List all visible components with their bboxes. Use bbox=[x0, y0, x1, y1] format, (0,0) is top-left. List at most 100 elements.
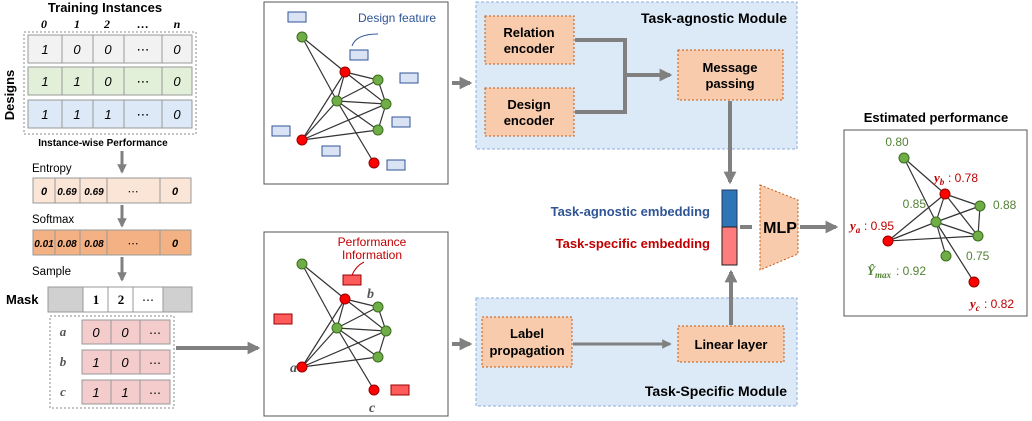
cell: 1 bbox=[104, 107, 111, 122]
label-propagation-box bbox=[481, 316, 573, 368]
cell: ⋯ bbox=[149, 356, 161, 370]
top-graph-nodes bbox=[296, 31, 392, 169]
cell: 0.08 bbox=[57, 239, 77, 250]
yb-subscript: b bbox=[940, 177, 945, 187]
mask-cell-gray bbox=[162, 286, 193, 313]
feature-rect bbox=[349, 49, 369, 61]
bottom-graph-box bbox=[263, 231, 449, 417]
cell: 1 bbox=[41, 107, 48, 122]
graph-node bbox=[331, 95, 343, 107]
label-propagation-line2: propagation bbox=[489, 343, 564, 358]
score-ya: ya : 0.95 bbox=[848, 218, 894, 235]
graph-node bbox=[368, 384, 380, 396]
softmax-row: 0.01 0.08 0.08 ⋯ 0 bbox=[32, 229, 192, 256]
cell: 0 bbox=[104, 42, 112, 57]
row-bg bbox=[81, 349, 171, 375]
cell: 0.69 bbox=[84, 187, 104, 198]
cell: ⋯ bbox=[137, 74, 150, 89]
score-yb: yb : 0.78 bbox=[932, 170, 978, 187]
ymax-subscript: max bbox=[875, 270, 892, 280]
graph-node bbox=[372, 301, 384, 313]
graph-node bbox=[930, 216, 942, 228]
entropy-row: 0 0.69 0.69 ⋯ 0 bbox=[32, 177, 192, 204]
mlp-block bbox=[759, 184, 799, 271]
masked-row-b: b 1 0 ⋯ bbox=[60, 349, 171, 375]
cell: 0.01 bbox=[34, 239, 54, 250]
graph-node bbox=[372, 351, 384, 363]
ya-subscript: a bbox=[856, 225, 861, 235]
graph-node bbox=[372, 124, 384, 136]
svg-text:yc: yc bbox=[968, 296, 980, 313]
masked-row-c: c 1 1 ⋯ bbox=[60, 379, 171, 405]
cell: ⋯ bbox=[149, 386, 161, 400]
instance-wise-performance-label: Instance-wise Performance bbox=[38, 138, 168, 149]
task-agnostic-embedding-label: Task-agnostic embedding bbox=[551, 204, 710, 219]
feature-rect bbox=[271, 125, 291, 137]
cell: 1 bbox=[92, 355, 99, 370]
task-agnostic-title: Task-agnostic Module bbox=[641, 10, 787, 26]
cell: 0 bbox=[172, 186, 179, 198]
cell: 0 bbox=[121, 355, 129, 370]
cell: ⋯ bbox=[142, 293, 154, 307]
feature-rect bbox=[391, 116, 411, 128]
cell: 1 bbox=[41, 42, 48, 57]
graph-node bbox=[882, 235, 894, 247]
legend-pointer bbox=[351, 261, 365, 276]
cell: 0 bbox=[173, 42, 181, 57]
graph-node bbox=[331, 322, 343, 334]
legend-pointer bbox=[351, 33, 379, 47]
column-headers: 0 1 2 … n bbox=[41, 17, 181, 31]
performance-rect bbox=[390, 384, 410, 396]
estimated-graph-nodes bbox=[882, 152, 986, 288]
label-propagation-line1: Label bbox=[510, 326, 544, 341]
estimated-performance-title: Estimated performance bbox=[864, 110, 1009, 125]
entropy-row-bg bbox=[32, 177, 192, 204]
cell: ⋯ bbox=[128, 238, 139, 250]
cell: 0 bbox=[73, 42, 81, 57]
design-encoder-line2: encoder bbox=[504, 113, 555, 128]
graph-node bbox=[898, 152, 910, 164]
cell: 1 bbox=[73, 107, 80, 122]
row-label: c bbox=[60, 384, 66, 399]
cell: ⋯ bbox=[149, 326, 161, 340]
bottom-graph-nodes bbox=[296, 258, 392, 396]
designs-table-frame bbox=[23, 31, 197, 135]
graph-node bbox=[974, 200, 986, 212]
designs-label: Designs bbox=[2, 70, 17, 121]
yc-subscript: c bbox=[976, 303, 980, 313]
cell: 0 bbox=[41, 186, 48, 198]
cell: 1 bbox=[73, 74, 80, 89]
score-0-80: 0.80 bbox=[885, 135, 909, 149]
graph-node bbox=[372, 74, 384, 86]
row-bg bbox=[81, 319, 171, 345]
cell: 0 bbox=[173, 74, 181, 89]
relation-encoder-box bbox=[484, 15, 575, 65]
score-yc: yc : 0.82 bbox=[968, 296, 1014, 313]
masked-table-frame bbox=[49, 315, 175, 409]
cell: 1 bbox=[92, 385, 99, 400]
relation-encoder-line1: Relation bbox=[503, 25, 554, 40]
cell: 0.08 bbox=[84, 239, 104, 250]
graph-node bbox=[296, 134, 308, 146]
col-header: 0 bbox=[41, 17, 47, 31]
softmax-row-bg bbox=[32, 229, 192, 256]
top-graph-box bbox=[263, 1, 449, 185]
estimated-graph-edges bbox=[887, 157, 981, 283]
cell: 0 bbox=[173, 107, 181, 122]
performance-legend-line1: Performance bbox=[338, 235, 407, 249]
row-bg bbox=[27, 99, 193, 129]
design-row-b: 1 1 0 ⋯ 0 bbox=[27, 66, 193, 96]
cell: 2 bbox=[118, 292, 125, 307]
performance-rect bbox=[342, 274, 362, 286]
design-encoder-line1: Design bbox=[507, 97, 550, 112]
bottom-graph-performance bbox=[273, 313, 410, 396]
col-header: 1 bbox=[74, 17, 80, 31]
entropy-label: Entropy bbox=[32, 163, 72, 175]
design-row-c: 1 1 1 ⋯ 0 bbox=[27, 99, 193, 129]
graph-node bbox=[296, 31, 308, 43]
top-graph-features bbox=[271, 49, 419, 171]
cell: 0 bbox=[92, 325, 100, 340]
task-agnostic-embedding-bar bbox=[721, 189, 738, 228]
mask-row: 1 2 ⋯ bbox=[47, 286, 193, 313]
